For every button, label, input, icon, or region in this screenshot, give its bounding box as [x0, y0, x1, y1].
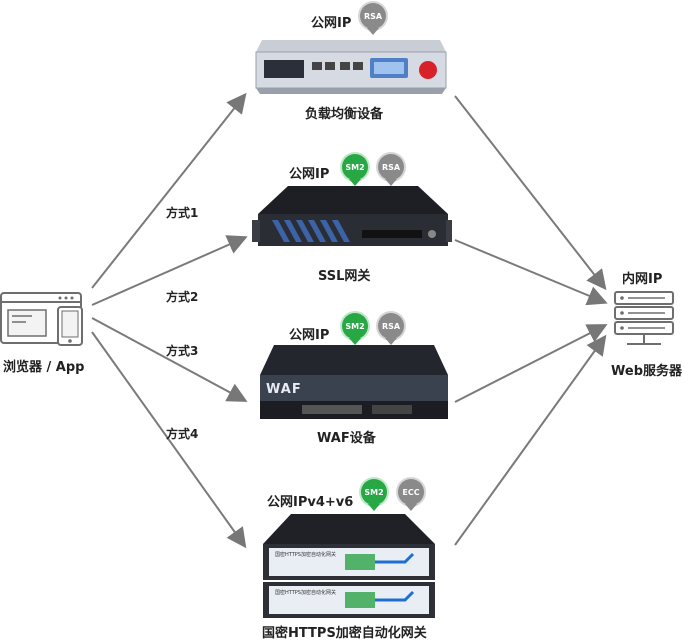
- device-waf-ip: 公网IP: [289, 328, 330, 343]
- load-balancer-image: [250, 40, 450, 104]
- device-waf-name: WAF设备: [317, 431, 376, 446]
- device-waf-badge-rsa: RSA: [378, 313, 404, 345]
- waf-device-image: WAF: [252, 345, 452, 429]
- client-device-icon: [0, 290, 88, 354]
- server-label: Web服务器: [611, 364, 682, 379]
- method-3-label: 方式3: [166, 344, 199, 358]
- device-gm-badge-ecc: ECC: [398, 479, 424, 511]
- server-ip-label: 内网IP: [622, 272, 663, 287]
- arrow-waf-to-server: [454, 324, 608, 403]
- web-server-icon: [609, 290, 679, 354]
- device-ssl-badge-sm2: SM2: [342, 154, 368, 186]
- gm-gateway-image: 国密HTTPS加密自动化网关 国密HTTPS加密自动化网关: [255, 514, 445, 624]
- device-lb-name: 负载均衡设备: [305, 107, 384, 122]
- device-ssl-badge-rsa: RSA: [378, 154, 404, 186]
- method-2-label: 方式2: [166, 290, 199, 304]
- gm-panel-text-bottom: 国密HTTPS加密自动化网关: [275, 590, 336, 596]
- arrow-gm-to-server: [454, 334, 607, 546]
- arrow-client-to-ssl: [91, 235, 248, 306]
- client-label: 浏览器 / App: [3, 360, 85, 375]
- device-gm-name: 国密HTTPS加密自动化网关: [262, 626, 427, 641]
- device-waf-badge-sm2: SM2: [342, 313, 368, 345]
- arrow-lb-to-server: [454, 95, 607, 291]
- method-1-label: 方式1: [166, 206, 199, 220]
- device-ssl-name: SSL网关: [318, 269, 371, 284]
- arrow-ssl-to-server: [454, 239, 608, 306]
- device-gm-badge-sm2: SM2: [361, 479, 387, 511]
- arrow-client-to-gm: [91, 331, 247, 549]
- ssl-gateway-image: [252, 186, 454, 262]
- device-lb-badge-rsa: RSA: [360, 3, 386, 35]
- device-ssl-ip: 公网IP: [289, 167, 330, 182]
- method-4-label: 方式4: [166, 427, 199, 441]
- device-lb-ip: 公网IP: [311, 16, 352, 31]
- arrow-client-to-lb: [91, 92, 247, 289]
- arrow-client-to-waf: [91, 317, 248, 402]
- device-gm-ip: 公网IPv4+v6: [267, 495, 354, 510]
- gm-panel-text-top: 国密HTTPS加密自动化网关: [275, 552, 336, 558]
- waf-panel-text: WAF: [266, 382, 302, 397]
